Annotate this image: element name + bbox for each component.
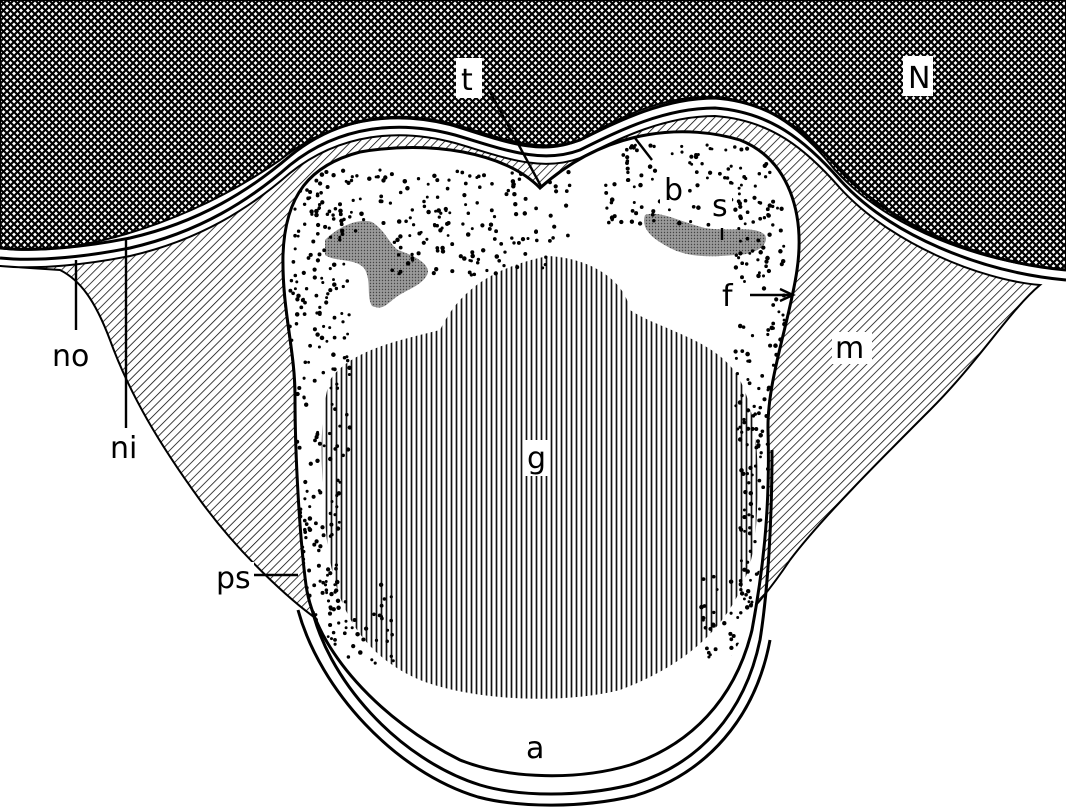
label-f: f [722, 279, 734, 314]
label-g: g [527, 441, 546, 476]
label-ni: ni [110, 431, 137, 466]
label-N: N [908, 61, 930, 96]
label-m: m [835, 331, 864, 366]
label-s: s [712, 189, 728, 224]
label-t: t [461, 63, 473, 98]
label-a: a [526, 731, 544, 766]
label-b: b [664, 173, 683, 208]
label-no: no [52, 339, 89, 374]
label-ps: ps [216, 561, 251, 596]
